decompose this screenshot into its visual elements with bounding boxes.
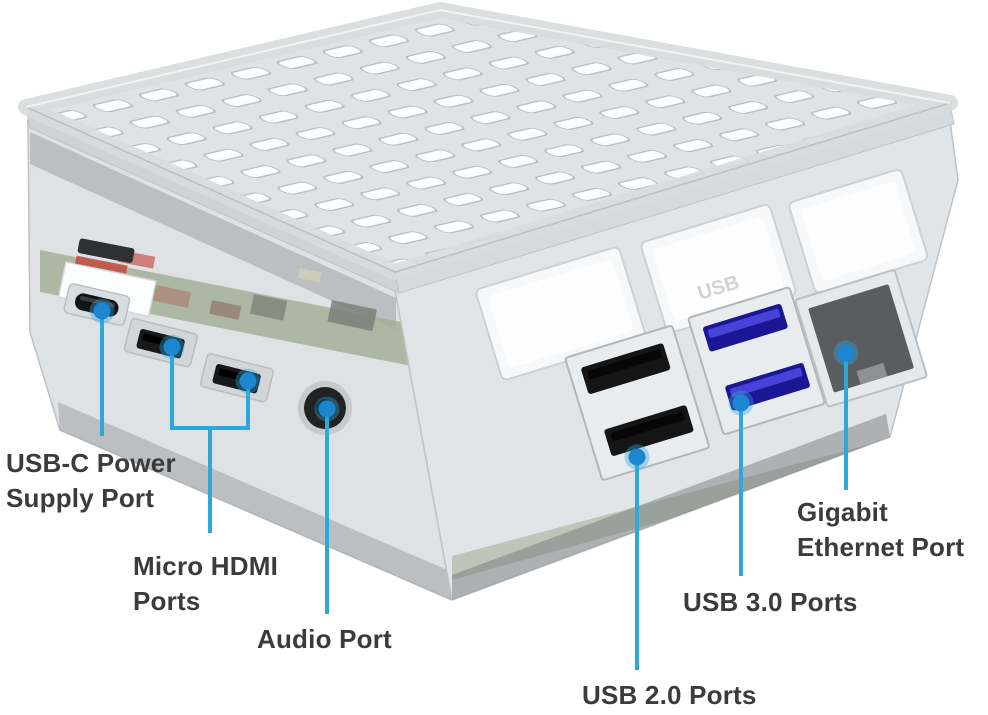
label-line: Supply Port xyxy=(6,483,155,513)
label-line: Ethernet Port xyxy=(797,532,965,562)
ethernet-callout xyxy=(833,340,859,490)
label-usb-3-ports: USB 3.0 Ports xyxy=(683,585,858,620)
label-line: Micro HDMI xyxy=(133,551,278,581)
label-line: Gigabit xyxy=(797,497,888,527)
label-line: Ports xyxy=(133,586,201,616)
callout-dot xyxy=(628,448,646,466)
label-usb-2-ports: USB 2.0 Ports xyxy=(582,678,757,713)
under-lid-shadow xyxy=(30,132,396,330)
case-lid xyxy=(18,2,958,294)
usb-3-ports xyxy=(687,286,826,435)
callout-dot xyxy=(837,344,855,362)
audio-callout xyxy=(314,396,340,614)
label-line: USB-C Power xyxy=(6,448,176,478)
case-left-face xyxy=(27,119,453,601)
label-usb-c-power-supply-port: USB-C Power Supply Port xyxy=(6,446,176,516)
callout-dot xyxy=(93,302,111,320)
label-line: Audio Port xyxy=(257,624,392,654)
label-audio-port: Audio Port xyxy=(257,622,392,657)
label-line: USB 2.0 Ports xyxy=(582,680,757,710)
usb-c-callout xyxy=(89,298,115,436)
case-front-face: USB xyxy=(394,120,959,601)
label-line: USB 3.0 Ports xyxy=(683,587,858,617)
usb-2-callout xyxy=(624,444,650,670)
sd-slot xyxy=(75,238,135,274)
callout-dot xyxy=(239,372,257,390)
ethernet-port xyxy=(794,269,928,408)
case-bottom-tint xyxy=(58,402,452,600)
callout-dot xyxy=(318,400,336,418)
callout-dot xyxy=(732,394,750,412)
usb-2-ports xyxy=(564,325,710,481)
usb-3-callout xyxy=(728,390,754,576)
micro-hdmi-callout xyxy=(159,334,261,533)
label-micro-hdmi-ports: Micro HDMI Ports xyxy=(133,549,278,619)
label-gigabit-ethernet-port: Gigabit Ethernet Port xyxy=(797,495,964,565)
callout-dot xyxy=(163,338,181,356)
